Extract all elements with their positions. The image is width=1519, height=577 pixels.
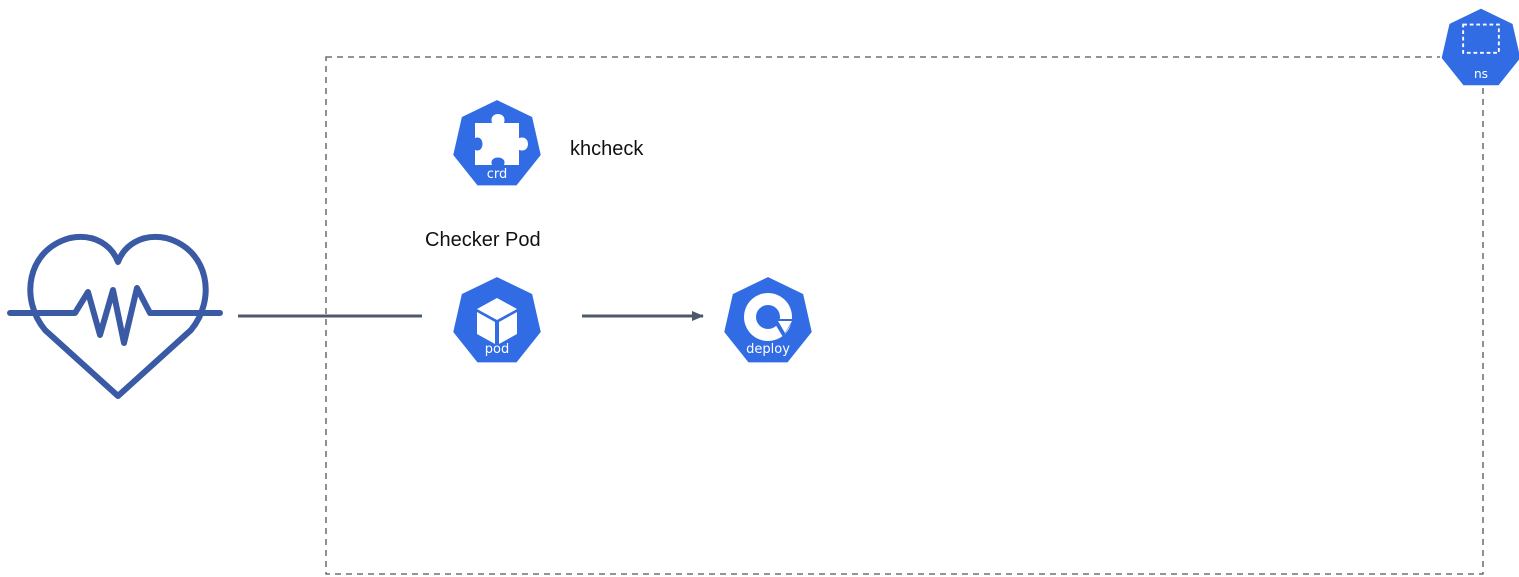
pod-label: Checker Pod [425,229,541,251]
deploy-caption: deploy [746,342,790,357]
namespace-caption: ns [1474,67,1488,81]
cube-icon [477,298,517,344]
crd-caption: crd [487,167,508,182]
heart-pulse-icon [7,233,223,399]
pod-caption: pod [485,342,509,357]
deploy-icon: deploy [722,274,814,365]
rotate-icon [744,293,794,341]
crd-icon: crd [451,97,543,188]
puzzle-icon [475,114,528,165]
namespace-icon: ns [1439,6,1519,88]
pod-icon: pod [451,274,543,365]
crd-label: khcheck [570,138,644,160]
